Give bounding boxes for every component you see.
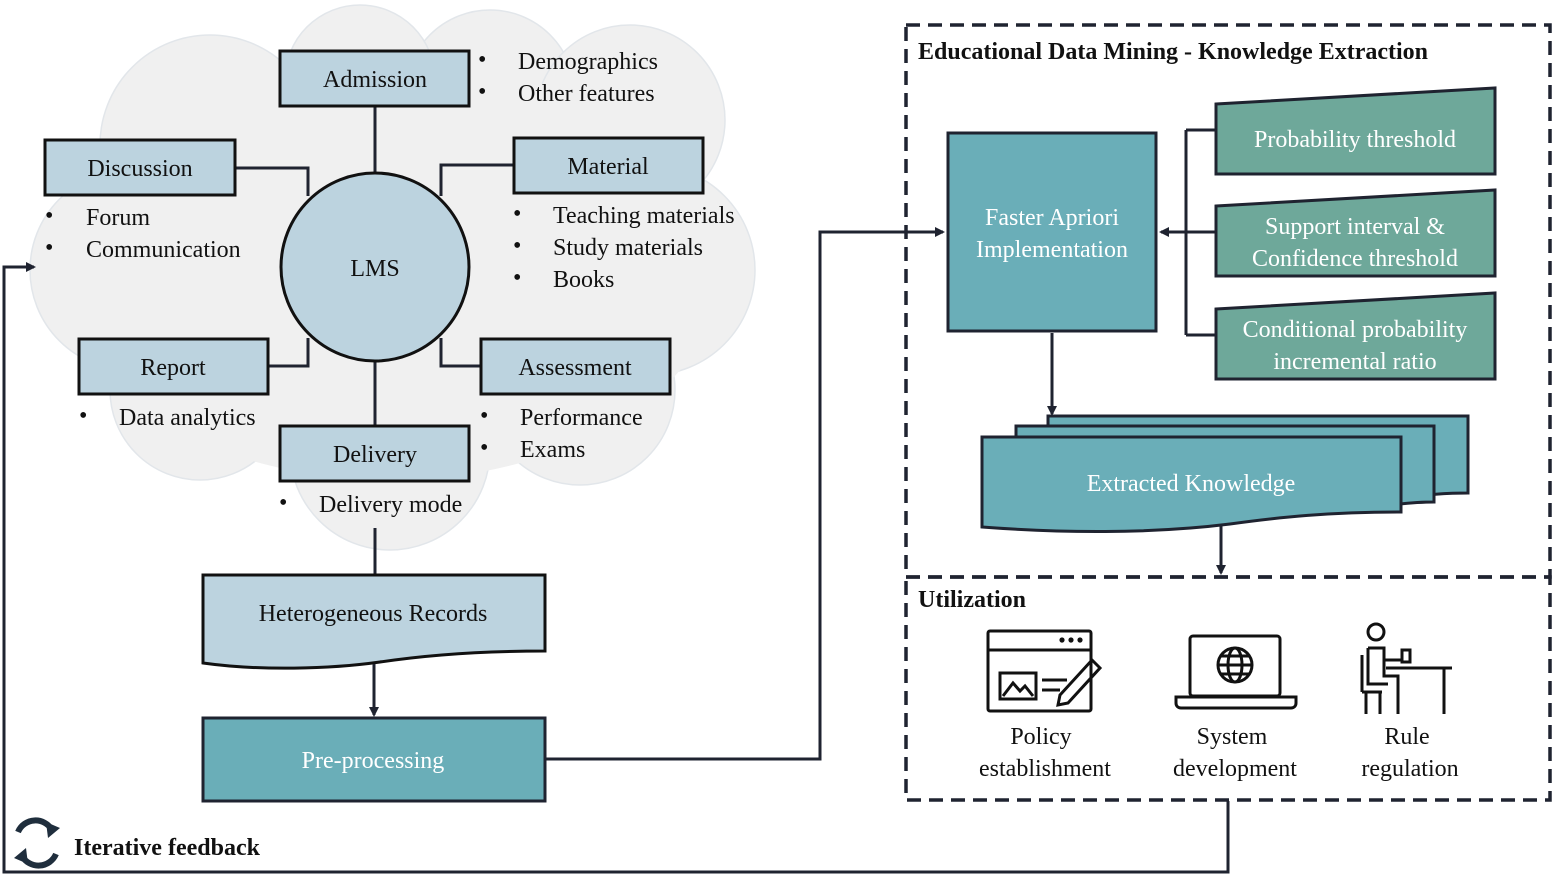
assessment-label: Assessment	[518, 355, 632, 381]
iterative-feedback-label: Iterative feedback	[74, 835, 261, 861]
system-label-line-1: System	[1197, 724, 1268, 750]
heterogeneous-records-label: Heterogeneous Records	[259, 601, 488, 627]
support-confidence-label-line-1: Support interval &	[1265, 214, 1445, 240]
material-bullet-2-dot: •	[513, 233, 521, 259]
material-bullet-1: Teaching materials	[553, 203, 735, 229]
utilization-title: Utilization	[918, 587, 1026, 613]
probability-threshold-box	[1214, 86, 1497, 176]
conditional-probability-label-line-1: Conditional probability	[1243, 317, 1468, 343]
material-bullet-3: Books	[553, 267, 614, 293]
extracted-knowledge-stack	[980, 414, 1470, 534]
probability-threshold-label: Probability threshold	[1254, 127, 1456, 153]
faster-apriori-box	[946, 131, 1158, 333]
conditional-probability-label-line-2: incremental ratio	[1273, 349, 1436, 375]
preprocessing-to-apriori-arrow	[545, 227, 945, 761]
assessment-bullet-1-dot: •	[480, 403, 488, 429]
policy-label-line-2: establishment	[979, 756, 1111, 782]
lms-circle	[279, 171, 471, 363]
delivery-box	[278, 424, 471, 483]
discussion-bullet-1: Forum	[86, 205, 150, 231]
report-label: Report	[140, 355, 206, 381]
admission-bullet-1-dot: •	[478, 47, 486, 73]
preprocessing-label: Pre-processing	[302, 748, 445, 774]
discussion-label: Discussion	[87, 156, 192, 182]
discussion-bullet-2-dot: •	[45, 235, 53, 261]
admission-bullet-2-dot: •	[478, 79, 486, 105]
policy-document-icon	[986, 629, 1103, 713]
report-bullet-1-dot: •	[79, 403, 87, 429]
parameter-connectors	[1159, 128, 1216, 337]
extracted-knowledge-label: Extracted Knowledge	[1087, 471, 1296, 497]
assessment-bullet-1: Performance	[520, 405, 643, 431]
discussion-bullet-1-dot: •	[45, 203, 53, 229]
edm-title: Educational Data Mining - Knowledge Extr…	[918, 39, 1428, 65]
admission-label: Admission	[323, 67, 427, 93]
heterogeneous-records-box	[201, 573, 547, 670]
refresh-cycle-icon	[14, 817, 60, 869]
lms-label: LMS	[350, 256, 399, 282]
faster-apriori-label-line-2: Implementation	[976, 237, 1128, 263]
assessment-bullet-2-dot: •	[480, 435, 488, 461]
rule-label-line-2: regulation	[1361, 756, 1458, 782]
admission-bullet-2: Other features	[518, 81, 655, 107]
delivery-bullet-1-dot: •	[279, 490, 287, 516]
admission-bullet-1: Demographics	[518, 49, 658, 75]
assessment-bullet-2: Exams	[520, 437, 585, 463]
discussion-box	[43, 138, 237, 197]
material-bullet-3-dot: •	[513, 265, 521, 291]
material-box	[512, 136, 705, 195]
laptop-globe-icon	[1174, 634, 1298, 710]
person-at-desk-icon	[1360, 622, 1452, 714]
admission-box	[278, 49, 471, 108]
lms-connectors	[235, 106, 514, 426]
material-bullet-2: Study materials	[553, 235, 703, 261]
discussion-bullet-2: Communication	[86, 237, 241, 263]
conditional-probability-box	[1214, 291, 1497, 381]
rule-label-line-1: Rule	[1384, 724, 1429, 750]
iterative-feedback-line	[2, 262, 1230, 874]
policy-label-line-1: Policy	[1010, 724, 1071, 750]
report-bullet-1: Data analytics	[119, 405, 256, 431]
system-label-line-2: development	[1173, 756, 1297, 782]
delivery-bullet-1: Delivery mode	[319, 492, 462, 518]
faster-apriori-label-line-1: Faster Apriori	[985, 205, 1119, 231]
report-box	[77, 337, 270, 396]
delivery-label: Delivery	[333, 442, 417, 468]
assessment-box	[479, 337, 672, 396]
material-bullet-1-dot: •	[513, 201, 521, 227]
support-confidence-label-line-2: Confidence threshold	[1252, 246, 1458, 272]
utilization-container	[904, 575, 1552, 802]
preprocessing-box	[201, 716, 547, 803]
support-confidence-box	[1214, 188, 1497, 278]
material-label: Material	[567, 154, 649, 180]
